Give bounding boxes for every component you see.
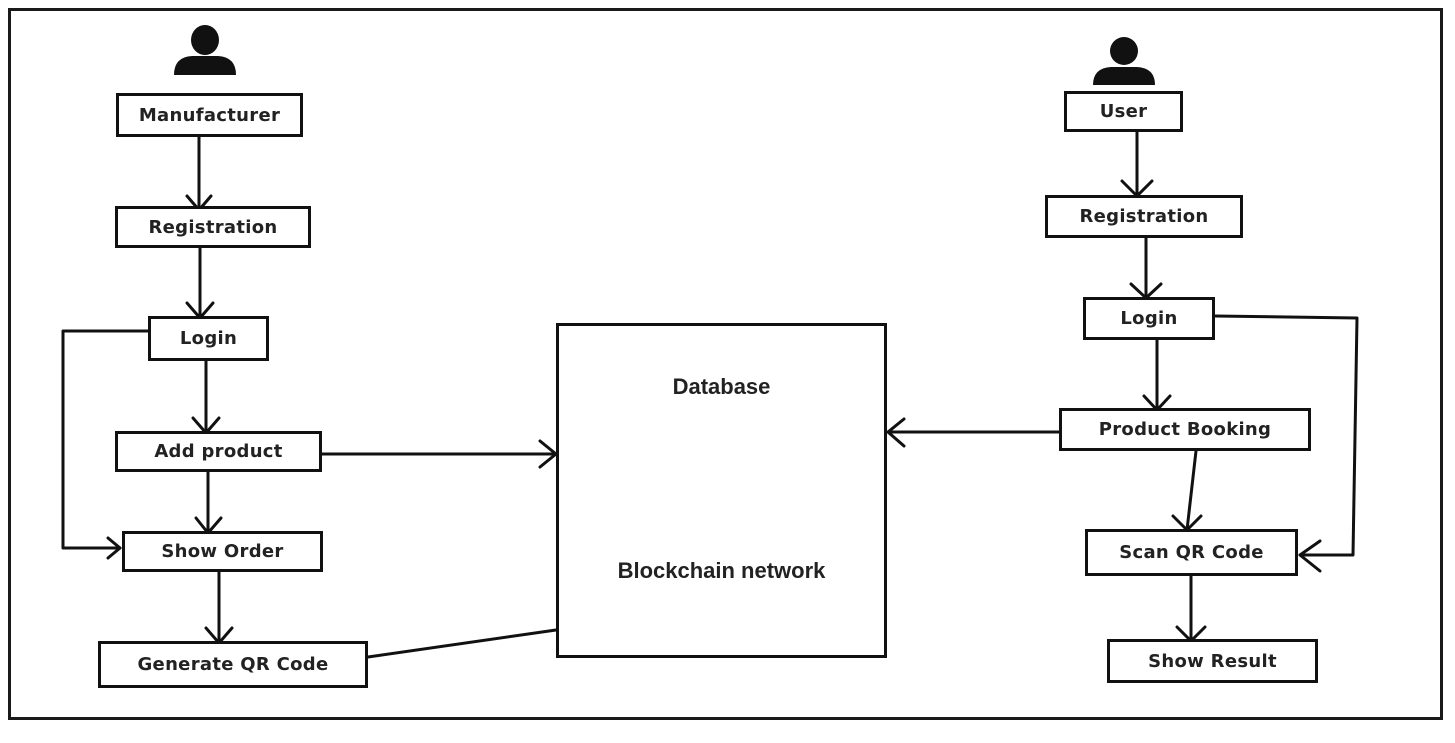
- login-box: Login: [148, 316, 269, 361]
- generate-qr-code-box: Generate QR Code: [98, 641, 368, 688]
- connector-login-to-scan-qr: [1213, 314, 1359, 573]
- user-login-box: Login: [1083, 297, 1215, 340]
- connector-generate-qr-to-database: [366, 628, 558, 659]
- arrow-manufacturer-to-registration: [185, 135, 213, 212]
- arrow-product-booking-to-database: [886, 417, 1062, 448]
- connector-login-to-show-order: [61, 329, 152, 560]
- arrow-login-to-add-product: [191, 358, 221, 435]
- diagram-frame: [8, 8, 1443, 720]
- user-registration-label: Registration: [1079, 206, 1209, 227]
- arrow-product-booking-to-scan-qr: [1171, 449, 1203, 532]
- arrow-show-order-to-generate-qr: [204, 569, 234, 645]
- arrow-add-product-to-show-order: [194, 468, 223, 535]
- product-booking-box: Product Booking: [1059, 408, 1311, 451]
- database-title: Database: [672, 374, 771, 399]
- manufacturer-person-icon: [174, 25, 236, 75]
- user-box: User: [1064, 91, 1183, 132]
- generate-qr-code-label: Generate QR Code: [137, 654, 329, 675]
- manufacturer-box: Manufacturer: [116, 93, 303, 137]
- blockchain-network-label: Blockchain network: [617, 558, 826, 583]
- show-result-label: Show Result: [1148, 650, 1277, 672]
- user-login-label: Login: [1120, 308, 1178, 329]
- login-label: Login: [179, 328, 238, 349]
- product-booking-label: Product Booking: [1098, 419, 1272, 440]
- arrow-scan-qr-to-show-result: [1175, 574, 1207, 643]
- registration-label: Registration: [148, 216, 278, 238]
- arrow-registration-to-login-user: [1129, 235, 1163, 300]
- show-order-label: Show Order: [161, 541, 284, 562]
- database-blockchain-box: Database Blockchain network: [556, 323, 887, 658]
- show-result-box: Show Result: [1107, 639, 1318, 683]
- arrow-user-to-registration: [1120, 129, 1154, 198]
- user-label: User: [1099, 101, 1148, 122]
- user-person-icon: [1093, 37, 1155, 85]
- scan-qr-code-box: Scan QR Code: [1085, 529, 1298, 576]
- show-order-box: Show Order: [122, 531, 323, 572]
- arrow-add-product-to-database: [319, 439, 558, 469]
- user-registration-box: Registration: [1045, 195, 1243, 238]
- arrow-registration-to-login: [185, 245, 215, 320]
- add-product-box: Add product: [115, 431, 322, 472]
- manufacturer-label: Manufacturer: [138, 104, 281, 126]
- scan-qr-code-label: Scan QR Code: [1119, 542, 1264, 563]
- add-product-label: Add product: [154, 441, 283, 462]
- registration-box: Registration: [115, 206, 311, 248]
- arrow-login-to-product-booking: [1142, 338, 1172, 412]
